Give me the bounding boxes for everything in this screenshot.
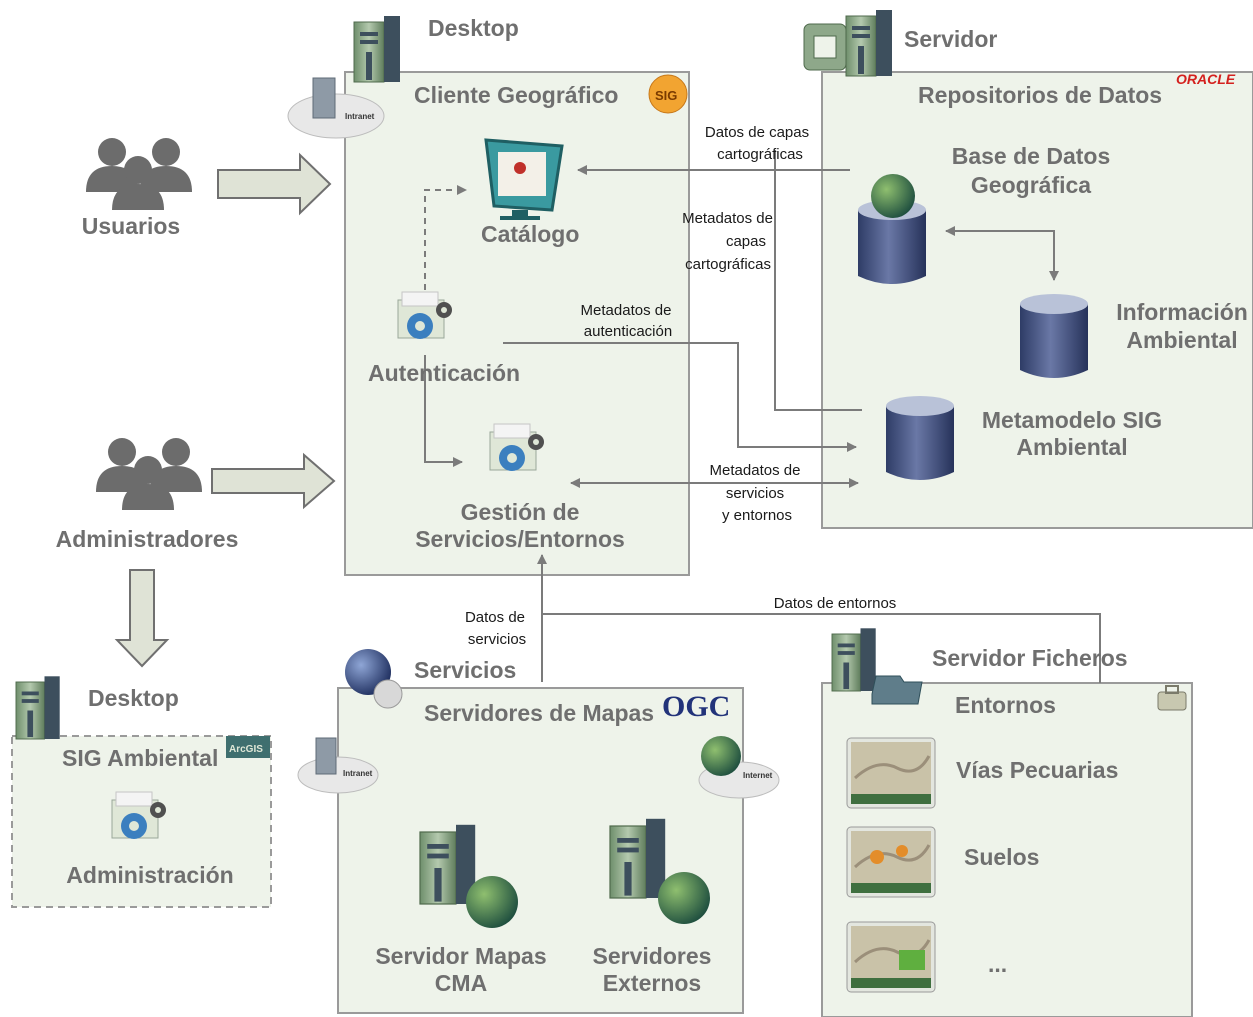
svg-text:ArcGIS: ArcGIS <box>229 744 263 755</box>
catalogo-monitor-icon <box>484 138 564 220</box>
meta-capas-label-1: Metadatos de <box>682 210 773 227</box>
map-servers-panel <box>337 687 744 1014</box>
svg-text:SIG: SIG <box>655 88 677 103</box>
desktop-bottom-server-icon <box>15 675 61 740</box>
ficheros-title: Servidor Ficheros <box>932 645 1128 671</box>
svg-text:Internet: Internet <box>743 771 773 780</box>
more-map-icon <box>845 920 937 994</box>
cma-label-2: CMA <box>435 970 487 996</box>
bd-label-2: Geográfica <box>971 172 1091 198</box>
suelos-label: Suelos <box>964 844 1039 870</box>
suelos-map-icon <box>845 825 937 899</box>
flow-bd-info <box>945 226 1059 281</box>
gestion-label-1: Gestión de <box>461 499 580 525</box>
servicios-globe-icon <box>345 649 403 709</box>
meta-serv-label-3: y entornos <box>722 507 792 524</box>
catalogo-label: Catálogo <box>481 221 579 247</box>
metamodelo-db-icon <box>886 396 954 480</box>
oracle-logo-icon: ORACLE <box>1176 71 1236 87</box>
bd-geografica-icon <box>858 174 926 284</box>
briefcase-icon <box>1157 685 1187 711</box>
ext-label-1: Servidores <box>593 943 712 969</box>
meta-label-2: Ambiental <box>1016 434 1127 460</box>
intranet-services-icon: Intranet <box>297 737 379 794</box>
vias-pecuarias-label: Vías Pecuarias <box>956 757 1118 783</box>
info-label-2: Ambiental <box>1126 327 1237 353</box>
arcgis-logo-icon: ArcGIS <box>226 736 270 758</box>
usuarios-label: Usuarios <box>82 213 180 239</box>
flow-datos-entornos <box>542 613 1101 683</box>
meta-capas-label-3: cartográficas <box>685 256 771 273</box>
datos-serv-label-1: Datos de <box>465 609 525 626</box>
meta-serv-label-2: servicios <box>726 485 784 502</box>
flow-auth-catalogo <box>424 185 467 290</box>
info-ambiental-db-icon <box>1020 294 1088 378</box>
usuarios-icon <box>86 138 192 210</box>
vias-pecuarias-map-icon <box>845 736 937 810</box>
flow-metadatos-capas <box>774 150 862 411</box>
meta-auth-label-1: Metadatos de <box>581 302 672 319</box>
repo-title: Repositorios de Datos <box>918 82 1162 108</box>
external-server-icon <box>609 818 710 924</box>
desktop-bottom-title: Desktop <box>88 685 179 711</box>
autenticacion-label: Autenticación <box>368 360 520 386</box>
datos-capas-label-2: cartográficas <box>717 146 803 163</box>
meta-capas-label-2: capas <box>726 233 766 250</box>
flow-auth-gestion <box>424 355 463 467</box>
servidor-icon <box>803 9 893 77</box>
gestion-label-2: Servicios/Entornos <box>415 526 625 552</box>
administradores-label: Administradores <box>56 526 239 552</box>
administracion-label: Administración <box>66 862 233 888</box>
internet-globe-icon: Internet <box>698 736 780 799</box>
cma-label-1: Servidor Mapas <box>375 943 546 969</box>
client-title: Cliente Geográfico <box>414 82 618 108</box>
svg-text:Intranet: Intranet <box>345 112 375 121</box>
ficheros-server-icon <box>831 627 923 705</box>
ogc-logo-icon: OGC <box>662 690 730 723</box>
more-label: ... <box>988 951 1007 977</box>
administradores-arrow <box>211 452 336 510</box>
down-arrow <box>114 569 170 668</box>
meta-serv-label-1: Metadatos de <box>710 462 801 479</box>
meta-auth-label-2: autenticación <box>584 323 672 340</box>
desktop-top-server-icon <box>353 15 401 83</box>
servicios-title: Servicios <box>414 657 516 683</box>
datos-capas-label-1: Datos de capas <box>705 124 809 141</box>
sig-ambiental-label: SIG Ambiental <box>62 745 218 771</box>
info-label-1: Información <box>1116 299 1248 325</box>
intranet-top-icon: Intranet <box>287 77 385 139</box>
ext-label-2: Externos <box>603 970 701 996</box>
sig-badge-icon: SIG <box>648 74 688 114</box>
meta-label-1: Metamodelo SIG <box>982 407 1162 433</box>
entornos-title: Entornos <box>955 692 1056 718</box>
cma-server-icon <box>419 824 518 928</box>
map-servers-title: Servidores de Mapas <box>424 700 654 726</box>
datos-entornos-label: Datos de entornos <box>774 595 897 612</box>
desktop-top-title: Desktop <box>428 15 519 41</box>
servidor-title: Servidor <box>904 26 997 52</box>
usuarios-arrow <box>217 152 332 216</box>
svg-text:OGC: OGC <box>662 690 730 723</box>
svg-text:ORACLE: ORACLE <box>1176 71 1236 87</box>
administradores-icon <box>96 438 202 510</box>
datos-serv-label-2: servicios <box>468 631 526 648</box>
flow-metadatos-auth <box>503 342 857 452</box>
bd-label-1: Base de Datos <box>952 143 1111 169</box>
svg-text:Intranet: Intranet <box>343 769 373 778</box>
